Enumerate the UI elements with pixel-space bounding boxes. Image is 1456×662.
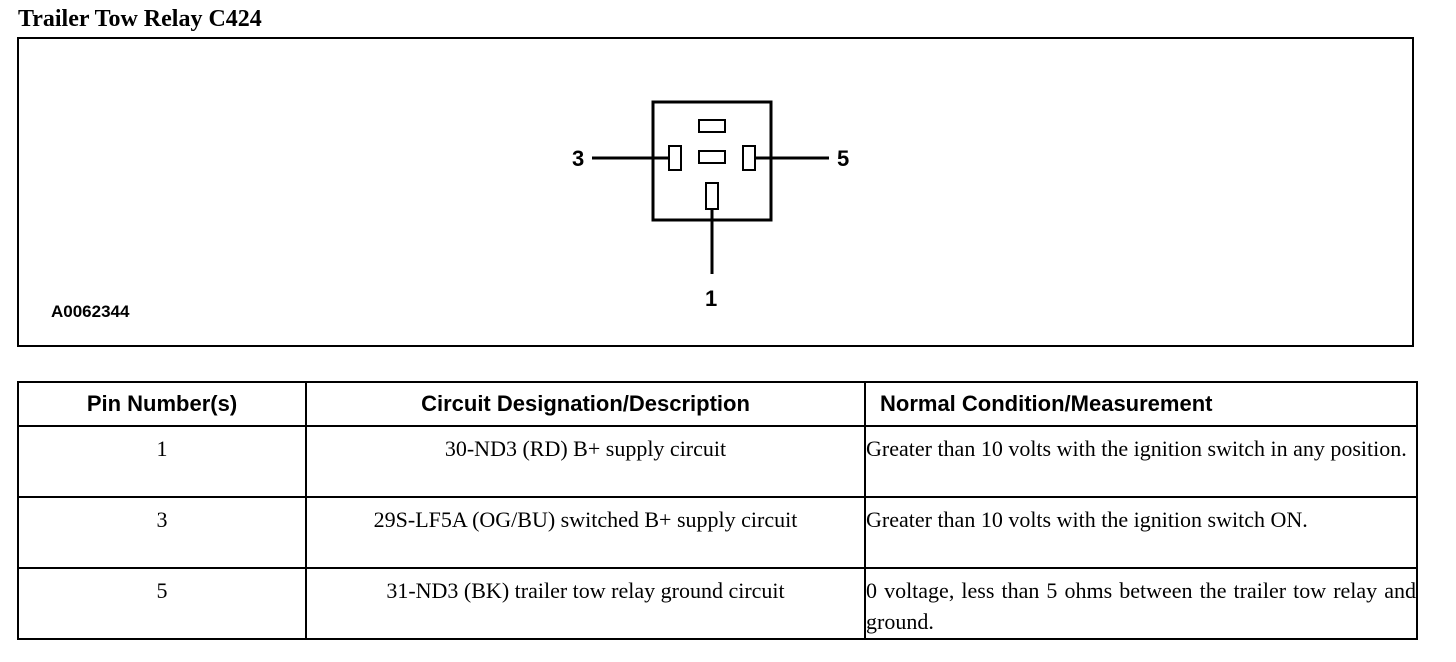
cell-condition: Greater than 10 volts with the ignition … — [864, 425, 1418, 498]
header-circuit-designation: Circuit Designation/Description — [305, 381, 866, 427]
connector-diagram: 3 5 1 A0062344 — [51, 100, 849, 321]
header-pin-number: Pin Number(s) — [17, 381, 307, 427]
terminal-center — [698, 150, 726, 164]
cell-pin-number: 3 — [17, 496, 307, 569]
terminal-top — [698, 119, 726, 133]
pin-table: Pin Number(s) Circuit Designation/Descri… — [17, 381, 1418, 640]
table-header-row: Pin Number(s) Circuit Designation/Descri… — [17, 381, 1418, 427]
cell-condition: Greater than 10 volts with the ignition … — [864, 496, 1418, 569]
cell-circuit: 30-ND3 (RD) B+ supply circuit — [305, 425, 866, 498]
pin-label-3: 3 — [572, 146, 584, 171]
table-row: 3 29S-LF5A (OG/BU) switched B+ supply ci… — [17, 496, 1418, 569]
page-title: Trailer Tow Relay C424 — [18, 6, 262, 32]
pin-label-1: 1 — [705, 286, 717, 311]
connector-figure: 3 5 1 A0062344 — [17, 37, 1414, 347]
pin-label-5: 5 — [837, 146, 849, 171]
cell-condition: 0 voltage, less than 5 ohms between the … — [864, 567, 1418, 640]
cell-pin-number: 1 — [17, 425, 307, 498]
cell-pin-number: 5 — [17, 567, 307, 640]
table-row: 1 30-ND3 (RD) B+ supply circuit Greater … — [17, 425, 1418, 498]
terminal-pin-5 — [742, 145, 756, 171]
terminal-pin-1 — [705, 182, 719, 210]
header-normal-condition: Normal Condition/Measurement — [864, 381, 1418, 427]
terminal-pin-3 — [668, 145, 682, 171]
figure-id: A0062344 — [51, 302, 130, 321]
cell-circuit: 29S-LF5A (OG/BU) switched B+ supply circ… — [305, 496, 866, 569]
cell-circuit: 31-ND3 (BK) trailer tow relay ground cir… — [305, 567, 866, 640]
table-row: 5 31-ND3 (BK) trailer tow relay ground c… — [17, 567, 1418, 640]
